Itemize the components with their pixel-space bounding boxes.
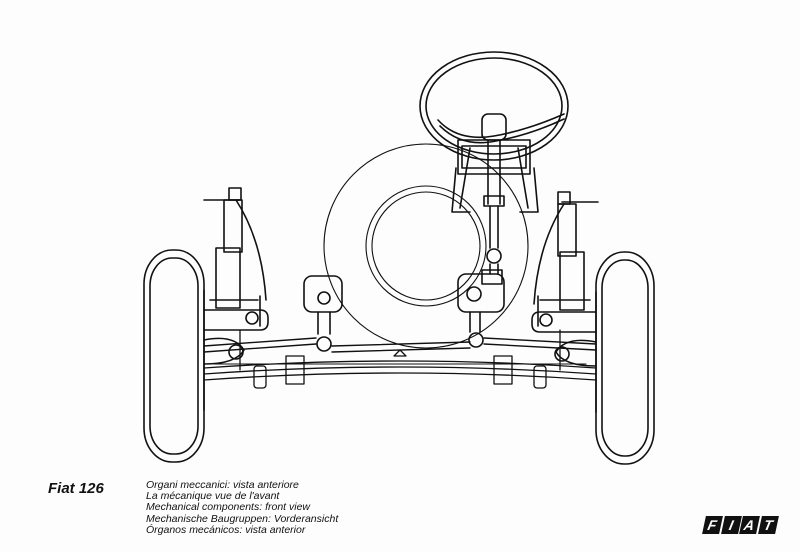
left-hub-assembly (203, 295, 269, 365)
transverse-leaf-spring (203, 329, 597, 389)
idler-arm-bracket (303, 275, 343, 352)
caption-english: Mechanical components: front view (146, 501, 310, 514)
steering-box (457, 273, 505, 348)
caption-french: La mécanique vue de l'avant (146, 490, 280, 503)
logo-letter: T (757, 516, 778, 534)
steering-column (481, 139, 505, 285)
logo-letter: I (720, 516, 741, 534)
caption-italian: Organi meccanici: vista anteriore (146, 479, 299, 491)
fiat-logo: F I A T (702, 516, 778, 534)
logo-letter: A (739, 516, 760, 534)
model-title: Fiat 126 (48, 480, 104, 497)
caption-spanish: Órganos mecánicos: vista anterior (146, 523, 306, 536)
logo-letter: F (702, 516, 723, 534)
left-shock-absorber (203, 187, 267, 309)
tie-rods (203, 337, 597, 353)
spare-wheel (323, 143, 529, 349)
steering-wheel (419, 51, 569, 213)
caption-german: Mechanische Baugruppen: Vorderansicht (146, 512, 339, 525)
right-shock-absorber (533, 191, 599, 311)
left-wheel (143, 249, 205, 463)
caption-block: Organi meccanici: vista anteriore La méc… (146, 479, 339, 536)
right-hub-assembly (531, 295, 597, 367)
right-wheel (595, 251, 655, 465)
